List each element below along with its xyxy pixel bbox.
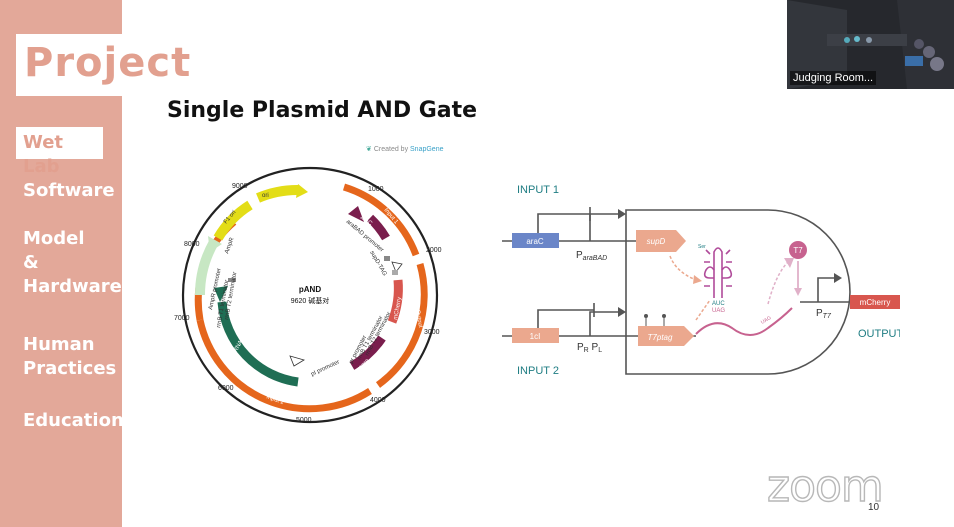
f1-ori-arc xyxy=(213,200,253,241)
nav-item-practices[interactable]: Practices xyxy=(23,358,117,379)
ori-arc xyxy=(256,184,299,203)
tick-9000: 9000 xyxy=(232,183,248,190)
plasmid-map: 1000 2000 3000 4000 5000 6000 7000 8000 … xyxy=(174,166,442,424)
supd-gene xyxy=(636,230,686,252)
output-label: OUTPUT xyxy=(858,328,900,340)
mcherry-gene-label: mCherry xyxy=(860,298,891,307)
nav-item-education[interactable]: Education xyxy=(23,410,124,431)
p-arabad: ParaBAD xyxy=(576,250,607,262)
slide-title: Single Plasmid AND Gate xyxy=(167,98,478,123)
label-ampr: AmpR xyxy=(224,236,236,254)
project-header-label: Project xyxy=(24,40,192,86)
project-header: Project xyxy=(16,34,190,96)
mcherry-arc xyxy=(387,279,403,324)
input2-arc xyxy=(196,319,372,413)
auc-label: AUC xyxy=(712,301,725,307)
ser-label: Ser xyxy=(698,244,706,250)
nav-item-model[interactable]: Model xyxy=(23,228,85,249)
tick-5000: 5000 xyxy=(296,417,312,424)
ci-gene xyxy=(512,328,559,343)
input1-label: INPUT 1 xyxy=(517,184,559,196)
plasmid-size: 9620 碱基对 xyxy=(291,296,330,305)
label-ori: ori xyxy=(262,193,269,199)
tick-3000: 3000 xyxy=(424,329,440,336)
uag-label: UAG xyxy=(712,308,725,314)
arac-arc xyxy=(366,214,390,241)
mcherry-gene xyxy=(850,295,900,309)
output-arc xyxy=(375,263,428,388)
label-pi-promoter: pI promoter xyxy=(310,359,340,377)
tick-1000: 1000 xyxy=(368,186,384,193)
plasmid-name: pAND xyxy=(299,285,321,294)
input1-arc xyxy=(342,183,420,257)
t7ptag-gene-label: T7ptag xyxy=(648,333,673,342)
snapgene-brand: SnapGene xyxy=(410,146,444,153)
snapgene-credit: ❦ Created by SnapGene xyxy=(366,145,444,153)
label-supd-tag: supD-TAG xyxy=(368,250,387,277)
p-r-p-l: PR PL xyxy=(577,342,602,354)
t7-protein xyxy=(789,241,807,259)
and-gate-circuit: INPUT 1 INPUT 2 OUTPUT araC ParaBAD supD… xyxy=(502,184,900,377)
label-mcherry: mCherry xyxy=(393,297,403,321)
zoom-watermark: zoom xyxy=(766,460,884,512)
arac-gene-label: araC xyxy=(526,237,544,246)
tick-2000: 2000 xyxy=(426,247,442,254)
supd-gene-label: supD xyxy=(647,237,666,246)
video-label: Judging Room... xyxy=(790,71,877,85)
input2-label: INPUT 2 xyxy=(517,365,559,377)
nav-item-ampersand[interactable]: & xyxy=(23,252,39,273)
label-output: Output xyxy=(414,309,423,328)
arac-gene xyxy=(512,233,559,248)
t7-rnap-arc xyxy=(217,301,299,387)
nav-item-software[interactable]: Software xyxy=(23,180,115,201)
tick-4000: 4000 xyxy=(370,397,386,404)
tick-8000: 8000 xyxy=(184,241,200,248)
page-number: 10 xyxy=(868,502,880,513)
snapgene-prefix: Created by xyxy=(373,146,411,153)
participant-video[interactable]: Judging Room... xyxy=(787,0,954,89)
nav-item-hardware[interactable]: Hardware xyxy=(23,276,122,297)
nav-item-wet-lab[interactable]: Wet Lab xyxy=(16,127,103,177)
t7-label: T7 xyxy=(793,246,803,255)
snapgene-leaf-icon: ❦ xyxy=(366,146,372,153)
t7ptag-gene xyxy=(638,326,694,346)
and-gate-shape xyxy=(625,209,851,375)
mrna-strand xyxy=(695,307,793,336)
uag-label-2: UAG xyxy=(760,315,772,326)
nav-item-human[interactable]: Human xyxy=(23,334,95,355)
p-t7: PT7 xyxy=(816,308,832,320)
tick-6000: 6000 xyxy=(218,385,234,392)
lambda-repr-arc xyxy=(349,335,386,370)
nav-item-label: Wet Lab xyxy=(23,132,64,177)
trna-icon xyxy=(703,247,733,298)
ci-gene-label: 1cI xyxy=(530,332,541,341)
tick-7000: 7000 xyxy=(174,315,190,322)
